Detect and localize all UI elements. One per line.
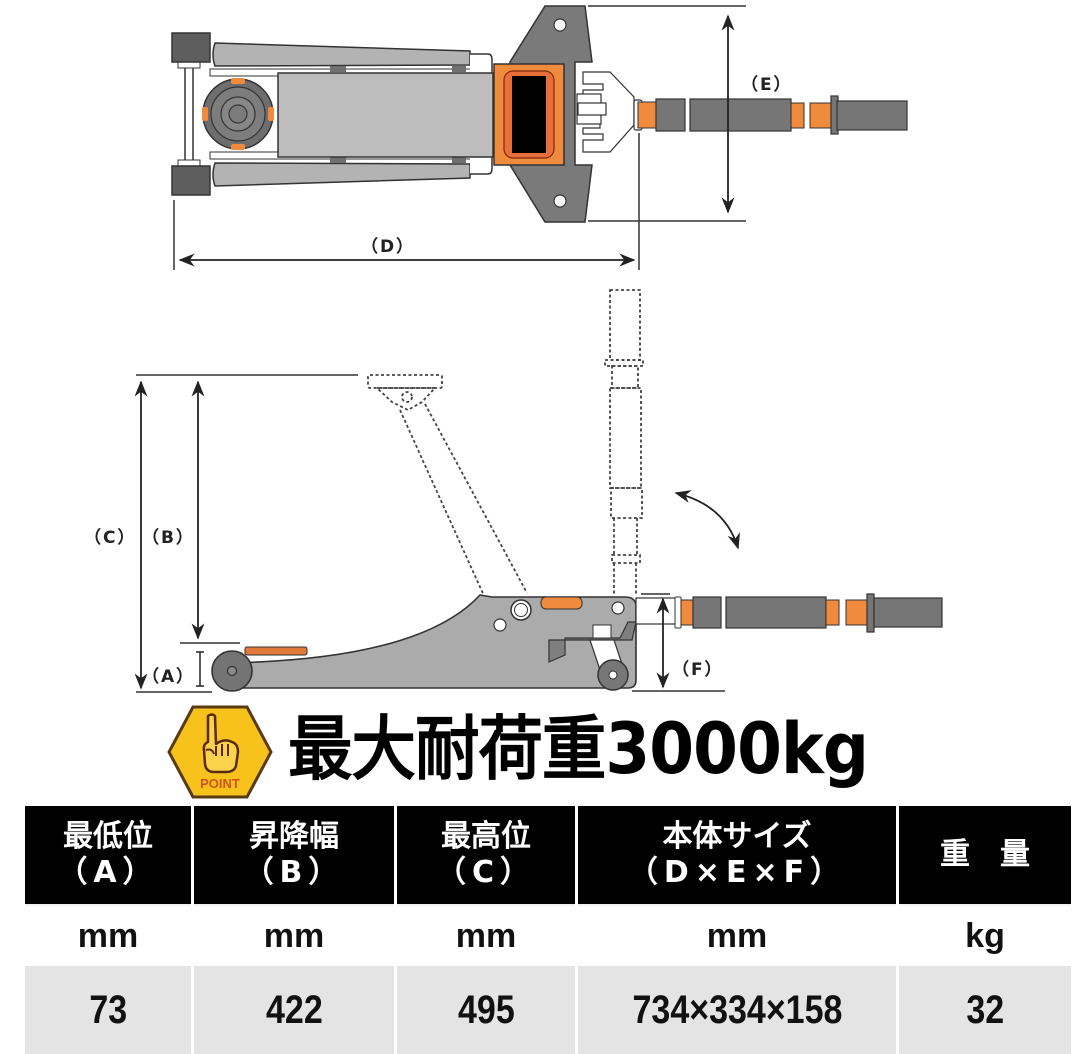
value-lift-range: 422 [194, 966, 394, 1054]
svg-text:POINT: POINT [200, 776, 240, 791]
rear-wheel-icon [171, 32, 211, 63]
top-view-jack [171, 5, 908, 270]
unit-cell: mm [194, 904, 394, 966]
table-row-units: mm mm mm mm kg [25, 904, 1071, 966]
value-body-size: 734×334×158 [578, 966, 896, 1054]
dimension-f-label: （F） [672, 660, 724, 680]
side-view-jack [134, 289, 943, 693]
rotate-arrow-icon [674, 490, 740, 550]
header-weight: 重 量 [899, 806, 1071, 904]
header-min-height: 最低位（A） [25, 806, 191, 904]
unit-cell: mm [25, 904, 191, 966]
rear-wheel-icon [171, 165, 211, 196]
unit-cell: kg [899, 904, 1071, 966]
value-min-height: 73 [25, 966, 191, 1054]
dimension-c-label: （C） [84, 528, 137, 548]
page-title: 最大耐荷重3000kg [288, 708, 869, 790]
header-lift-range: 昇降幅（B） [194, 806, 394, 904]
floor-jack-dimension-diagram: （E） （D） （C） （B） （A） （F） [84, 5, 943, 693]
max-load-headline: POINT 最大耐荷重3000kg [160, 700, 920, 800]
spec-table: 最低位（A） 昇降幅（B） 最高位（C） 本体サイズ（D×E×F） 重 量 mm… [22, 806, 1074, 1054]
unit-cell: mm [578, 904, 896, 966]
handle-top-view [637, 95, 908, 135]
dimension-e-label: （E） [741, 75, 793, 95]
unit-cell: mm [397, 904, 575, 966]
dimension-a-label: （A） [142, 667, 196, 687]
dimension-b-label: （B） [142, 528, 195, 548]
saddle-icon [202, 78, 274, 150]
value-max-height: 495 [397, 966, 575, 1054]
table-header-row: 最低位（A） 昇降幅（B） 最高位（C） 本体サイズ（D×E×F） 重 量 [25, 806, 1071, 904]
point-badge: POINT [166, 704, 274, 800]
header-body-size: 本体サイズ（D×E×F） [578, 806, 896, 904]
value-weight: 32 [899, 966, 1071, 1054]
dimension-d-label: （D） [361, 237, 416, 257]
table-row-values: 73 422 495 734×334×158 32 [25, 966, 1071, 1054]
pointing-hand-icon [202, 713, 240, 774]
header-max-height: 最高位（C） [397, 806, 575, 904]
